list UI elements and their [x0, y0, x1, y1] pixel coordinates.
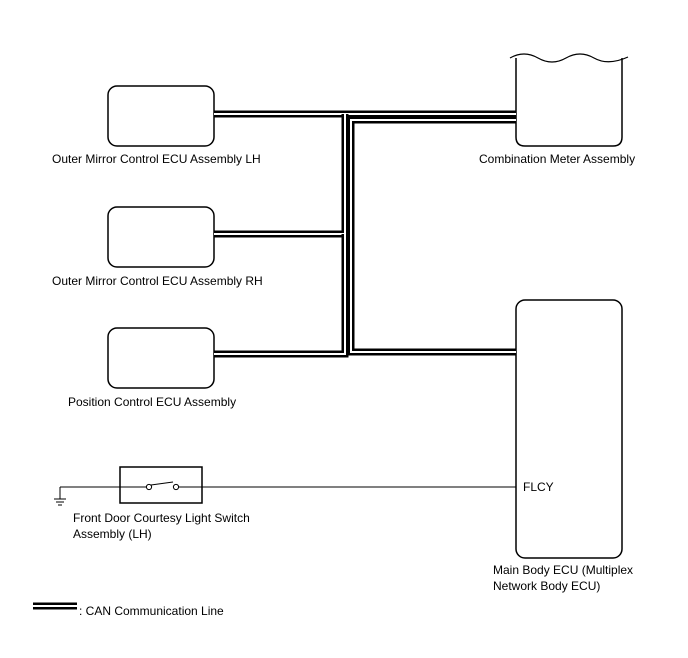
label-switch-line2: Assembly (LH): [73, 527, 152, 541]
ground-symbol-icon: [54, 498, 66, 506]
switch-contact-left: [145, 483, 153, 491]
switch-lever: [150, 481, 174, 486]
courtesy-switch-circuit: [54, 466, 516, 506]
main-body-ecu-box: [515, 299, 623, 559]
courtesy-switch-box: [119, 466, 203, 504]
legend: : CAN Communication Line: [33, 602, 224, 618]
label-switch-line1: Front Door Courtesy Light Switch: [73, 511, 250, 525]
label-position-control: Position Control ECU Assembly: [68, 395, 236, 409]
combination-meter-box: [515, 58, 623, 147]
terminal-flcy: FLCY: [523, 480, 554, 494]
label-combination-meter: Combination Meter Assembly: [479, 152, 635, 166]
outer-mirror-ecu-rh-box: [107, 206, 215, 268]
label-main-ecu-line1: Main Body ECU (Multiplex: [493, 563, 633, 577]
label-outer-mirror-rh: Outer Mirror Control ECU Assembly RH: [52, 274, 263, 288]
position-control-ecu-box: [107, 327, 215, 389]
outer-mirror-ecu-lh-box: [107, 85, 215, 147]
legend-text: : CAN Communication Line: [79, 604, 224, 618]
label-main-ecu-line2: Network Body ECU): [493, 579, 600, 593]
can-bus-lines: [214, 110, 516, 358]
combination-meter-break-edge: [509, 53, 629, 63]
label-outer-mirror-lh: Outer Mirror Control ECU Assembly LH: [52, 152, 261, 166]
switch-contact-right: [172, 483, 180, 491]
